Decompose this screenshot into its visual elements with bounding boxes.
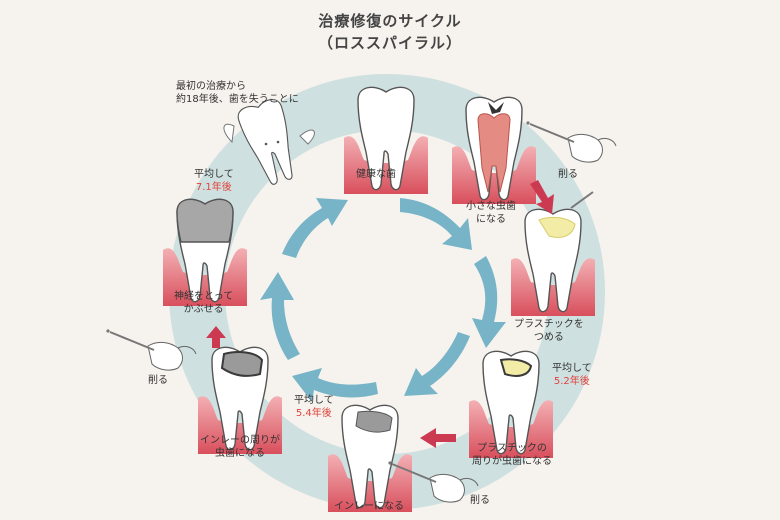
duration-7-1: 平均して 7.1年後 (194, 169, 234, 193)
drill-label-1: 削る (558, 169, 578, 180)
duration-5-2: 平均して 5.2年後 (552, 363, 592, 387)
crowned-tooth (163, 198, 247, 306)
label-small-cavity: 小さな虫歯 になる (466, 201, 516, 225)
drill-label-2: 削る (470, 495, 490, 506)
label-crown: 神経をとって かぶせる (174, 291, 234, 315)
inlay-tooth (328, 404, 412, 512)
plastic-fill-tooth (511, 191, 595, 316)
angel-tooth (223, 96, 315, 190)
label-inlay: インレーになる (334, 501, 404, 512)
label-tooth-lost: 最初の治療から 約18年後、歯を失うことに (176, 81, 299, 105)
label-plastic-fill: プラスチックを つめる (514, 319, 584, 343)
cycle-arrows (260, 198, 506, 402)
page-title: 治療修復のサイクル (318, 12, 462, 30)
page-subtitle: （ロススパイラル） (317, 34, 462, 52)
inlay-decay-tooth (198, 346, 282, 454)
duration-5-4: 平均して 5.4年後 (294, 395, 334, 419)
label-inlay-decay: インレーの周りが 虫歯になる (200, 435, 280, 459)
small-cavity-tooth (452, 96, 536, 204)
red-arrows (206, 180, 554, 448)
plastic-decay-tooth (469, 350, 553, 458)
label-healthy: 健康な歯 (356, 169, 396, 180)
drill-label-3: 削る (148, 375, 168, 386)
label-plastic-decay: プラスチックの 周りが虫歯になる (472, 443, 552, 467)
